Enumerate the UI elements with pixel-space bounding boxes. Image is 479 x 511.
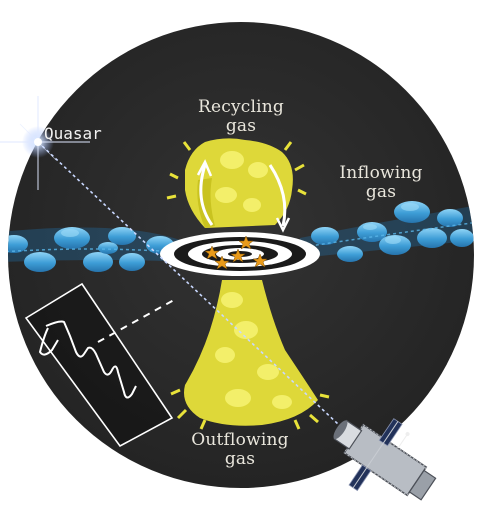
outflowing-gas-label-line2: gas (224, 449, 256, 469)
recycling-gas-label-line2: gas (225, 116, 257, 136)
quasar-flare-icon (0, 96, 90, 190)
recycling-arrows (196, 159, 291, 233)
spectrum-plot-icon (24, 282, 175, 448)
recycling-gas-label: Recycling gas (186, 98, 296, 136)
star-icon (204, 235, 268, 270)
outflowing-gas-label: Outflowing gas (180, 431, 300, 469)
quasar-label: Quasar (44, 124, 102, 143)
recycling-gas-plume (166, 138, 307, 228)
telescope-icon (333, 418, 437, 501)
outflowing-gas-label-line1: Outflowing (191, 430, 289, 450)
inflowing-gas-label-line1: Inflowing (339, 163, 423, 183)
recycling-gas-label-line1: Recycling (197, 97, 284, 117)
outflowing-gas-plume (170, 280, 330, 430)
inflowing-gas-label-line2: gas (365, 182, 397, 202)
inflowing-gas-label: Inflowing gas (328, 164, 434, 202)
quasar-sightline (37, 141, 356, 441)
